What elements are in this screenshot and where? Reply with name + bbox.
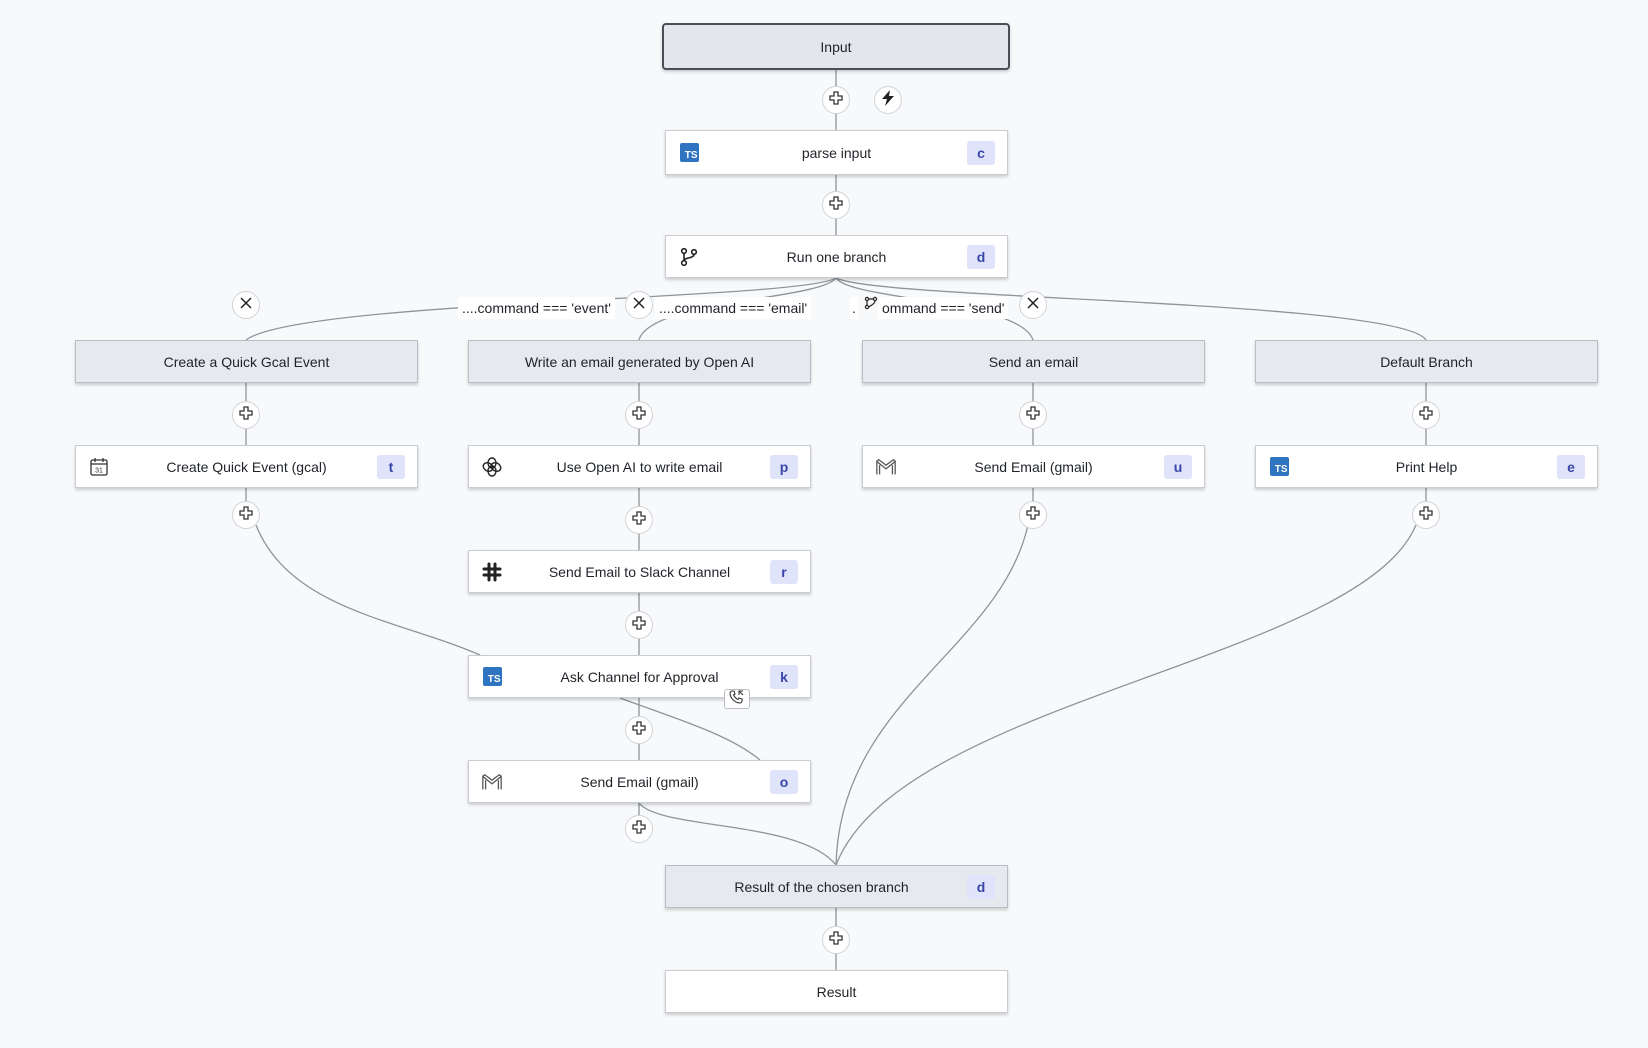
step-label: Run one branch bbox=[786, 248, 887, 265]
predicate-icon bbox=[864, 296, 878, 315]
step-send-email-gmail-o[interactable]: Send Email (gmail) o bbox=[468, 760, 811, 803]
add-step-button[interactable] bbox=[1019, 401, 1047, 429]
plus-icon bbox=[1419, 505, 1433, 525]
close-icon bbox=[633, 296, 645, 314]
step-label: Create Quick Event (gcal) bbox=[166, 458, 327, 475]
add-step-button[interactable] bbox=[822, 926, 850, 954]
step-id-badge: d bbox=[967, 244, 995, 269]
step-label: Send Email (gmail) bbox=[580, 773, 699, 790]
step-create-quick-event[interactable]: 31 Create Quick Event (gcal) t bbox=[75, 445, 418, 488]
typescript-icon: TS bbox=[481, 666, 503, 688]
step-label: parse input bbox=[801, 144, 872, 161]
gmail-icon bbox=[875, 456, 897, 478]
plus-icon bbox=[829, 90, 843, 110]
step-id-badge: k bbox=[770, 664, 798, 689]
add-step-button[interactable] bbox=[1412, 501, 1440, 529]
step-label: Use Open AI to write email bbox=[556, 458, 723, 475]
branch-result-node[interactable]: Result of the chosen branch d bbox=[665, 865, 1008, 908]
slack-icon bbox=[481, 561, 503, 583]
step-id-badge: t bbox=[377, 454, 405, 479]
gmail-icon bbox=[481, 771, 503, 793]
input-label: Input bbox=[820, 38, 852, 55]
branch-predicate-button[interactable] bbox=[857, 291, 885, 319]
plus-icon bbox=[632, 405, 646, 425]
step-use-openai[interactable]: Use Open AI to write email p bbox=[468, 445, 811, 488]
input-node[interactable]: Input bbox=[662, 23, 1010, 70]
branch-group-default[interactable]: Default Branch bbox=[1255, 340, 1598, 383]
close-icon bbox=[1027, 296, 1039, 314]
plus-icon bbox=[632, 819, 646, 839]
add-step-button[interactable] bbox=[625, 401, 653, 429]
openai-icon bbox=[481, 456, 503, 478]
branch-group-label: Write an email generated by Open AI bbox=[524, 353, 755, 370]
step-id-badge: d bbox=[967, 874, 995, 899]
add-step-button[interactable] bbox=[1019, 501, 1047, 529]
svg-text:31: 31 bbox=[95, 467, 103, 474]
add-step-button[interactable] bbox=[232, 401, 260, 429]
plus-icon bbox=[239, 405, 253, 425]
plus-icon bbox=[632, 510, 646, 530]
remove-branch-button[interactable] bbox=[1019, 291, 1047, 319]
step-label: Send Email (gmail) bbox=[974, 458, 1093, 475]
step-label: Print Help bbox=[1395, 458, 1458, 475]
step-send-email-gmail-u[interactable]: Send Email (gmail) u bbox=[862, 445, 1205, 488]
branch-group-send[interactable]: Send an email bbox=[862, 340, 1205, 383]
branch-predicate-send[interactable]: ommand === 'send' bbox=[878, 297, 1009, 319]
branch-predicate-event[interactable]: ....command === 'event' bbox=[458, 297, 615, 319]
suspend-approval-button[interactable] bbox=[724, 689, 750, 709]
typescript-icon: TS bbox=[678, 142, 700, 164]
add-step-button[interactable] bbox=[232, 501, 260, 529]
branch-group-label: Create a Quick Gcal Event bbox=[163, 353, 330, 370]
remove-branch-button[interactable] bbox=[232, 291, 260, 319]
step-label: Ask Channel for Approval bbox=[560, 668, 719, 685]
step-run-one-branch[interactable]: Run one branch d bbox=[665, 235, 1008, 278]
add-step-button[interactable] bbox=[625, 611, 653, 639]
close-icon bbox=[240, 296, 252, 314]
plus-icon bbox=[632, 615, 646, 635]
plus-icon bbox=[829, 195, 843, 215]
step-parse-input[interactable]: TS parse input c bbox=[665, 130, 1008, 175]
plus-icon bbox=[1419, 405, 1433, 425]
plus-icon bbox=[1026, 505, 1040, 525]
branch-icon bbox=[678, 246, 700, 268]
lightning-icon bbox=[881, 89, 895, 111]
plus-icon bbox=[239, 505, 253, 525]
typescript-icon: TS bbox=[1268, 456, 1290, 478]
trigger-button[interactable] bbox=[874, 86, 902, 114]
remove-branch-button[interactable] bbox=[625, 291, 653, 319]
add-step-button[interactable] bbox=[625, 815, 653, 843]
result-label: Result bbox=[816, 983, 857, 1000]
branch-group-openai[interactable]: Write an email generated by Open AI bbox=[468, 340, 811, 383]
step-id-badge: u bbox=[1164, 454, 1192, 479]
step-ask-channel[interactable]: TS Ask Channel for Approval k bbox=[468, 655, 811, 698]
branch-group-label: Send an email bbox=[988, 353, 1079, 370]
branch-predicate-email[interactable]: ....command === 'email' bbox=[655, 297, 812, 319]
step-label: Send Email to Slack Channel bbox=[548, 563, 731, 580]
branch-group-event[interactable]: Create a Quick Gcal Event bbox=[75, 340, 418, 383]
plus-icon bbox=[1026, 405, 1040, 425]
add-step-button[interactable] bbox=[822, 191, 850, 219]
step-id-badge: r bbox=[770, 559, 798, 584]
step-id-badge: c bbox=[967, 140, 995, 165]
phone-callback-icon bbox=[729, 689, 745, 709]
add-step-button[interactable] bbox=[822, 86, 850, 114]
step-id-badge: o bbox=[770, 769, 798, 794]
plus-icon bbox=[632, 720, 646, 740]
branch-group-label: Default Branch bbox=[1380, 353, 1473, 370]
step-send-slack[interactable]: Send Email to Slack Channel r bbox=[468, 550, 811, 593]
add-step-button[interactable] bbox=[1412, 401, 1440, 429]
result-node[interactable]: Result bbox=[665, 970, 1008, 1013]
step-id-badge: p bbox=[770, 454, 798, 479]
branch-predicate-send-prefix: . bbox=[850, 297, 858, 319]
plus-icon bbox=[829, 930, 843, 950]
add-step-button[interactable] bbox=[625, 716, 653, 744]
step-print-help[interactable]: TS Print Help e bbox=[1255, 445, 1598, 488]
add-step-button[interactable] bbox=[625, 506, 653, 534]
step-id-badge: e bbox=[1557, 454, 1585, 479]
branch-result-label: Result of the chosen branch bbox=[734, 878, 909, 895]
calendar-icon: 31 bbox=[88, 456, 110, 478]
